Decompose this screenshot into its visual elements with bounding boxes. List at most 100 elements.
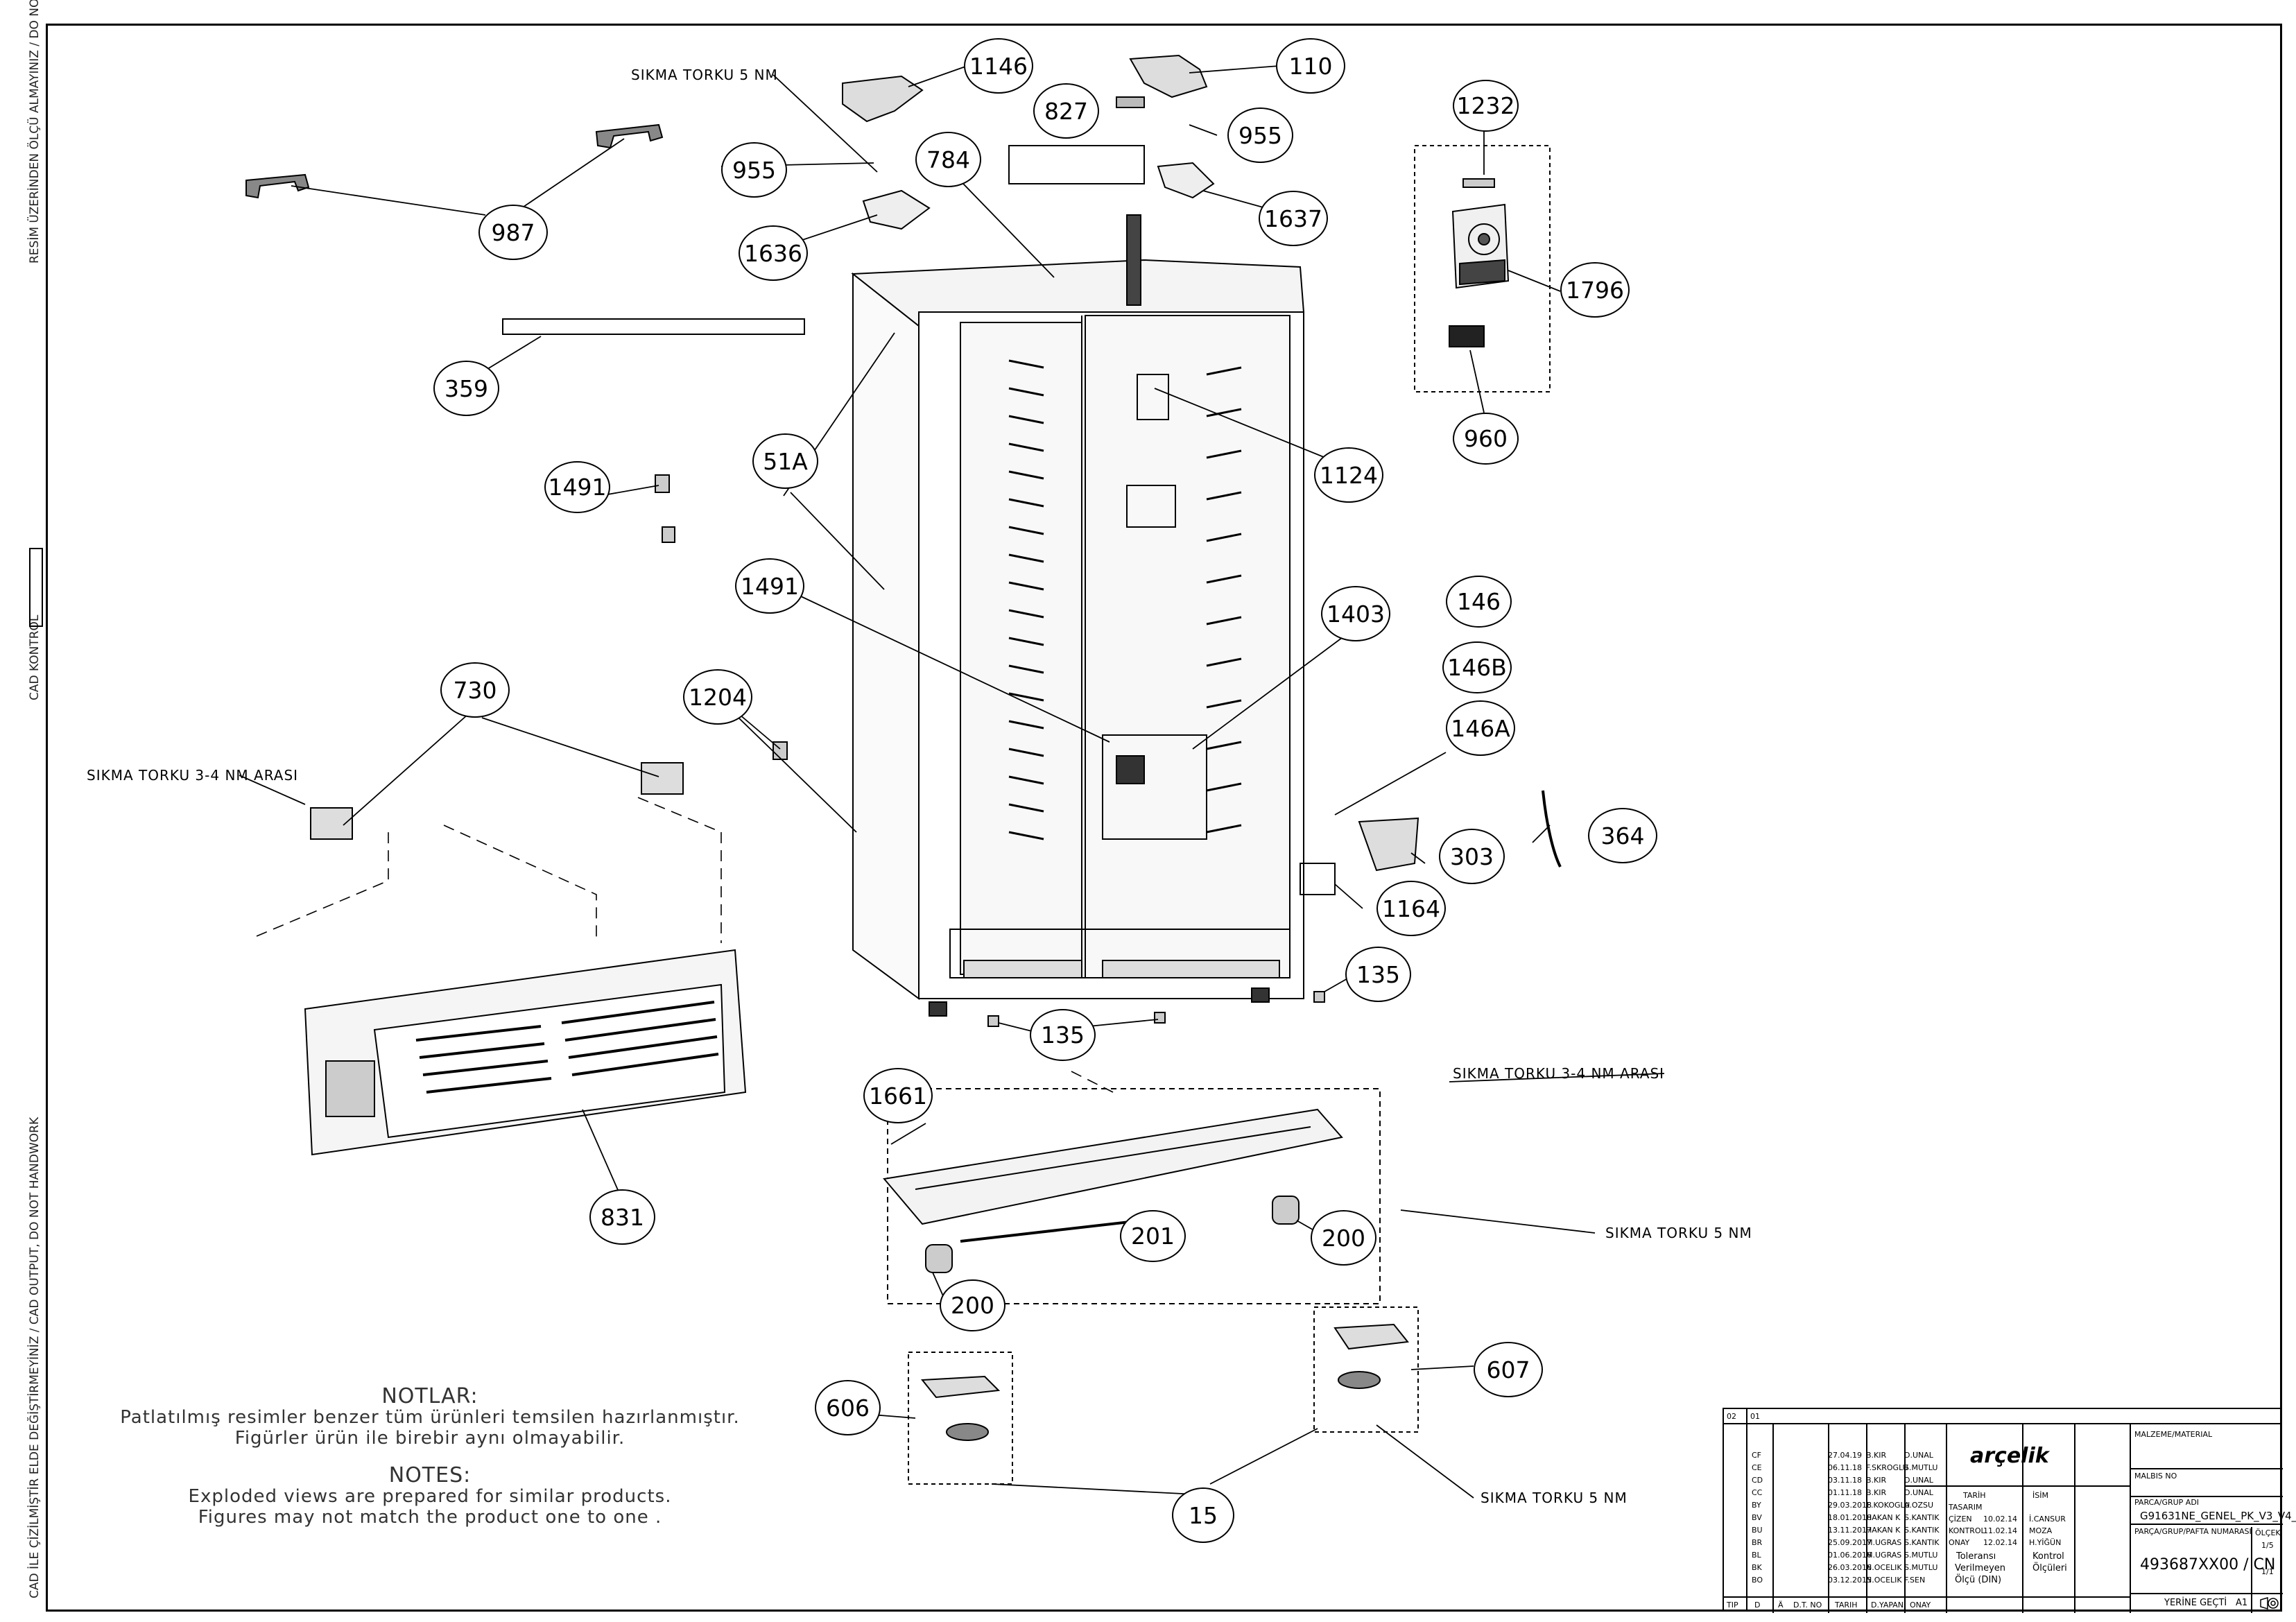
rev-approved: D.UNAL xyxy=(1904,1451,1933,1460)
rev-by: N.OCELIK xyxy=(1866,1563,1902,1572)
role-check-date: 11.02.14 xyxy=(1983,1526,2017,1535)
rev-approved: A.OZSU xyxy=(1904,1501,1934,1510)
footer-col-onay: ONAY xyxy=(1910,1601,1931,1610)
footer-col-a: Ä xyxy=(1778,1601,1784,1610)
rev-code: BU xyxy=(1752,1526,1763,1535)
control-panel-assembly xyxy=(1414,145,1551,392)
rev-date: 03.12.2015 xyxy=(1828,1576,1872,1585)
drawing-frame xyxy=(46,24,2282,1612)
rev-by: E.KOKOGLU xyxy=(1866,1501,1910,1510)
sheet-code-1: 02 xyxy=(1727,1412,1736,1421)
callout-1491-upper: 1491 xyxy=(544,461,610,513)
callout-831: 831 xyxy=(589,1189,655,1245)
paper-size: A1 xyxy=(2236,1598,2248,1608)
torque-note-right-lower: SIKMA TORKU 5 NM xyxy=(1605,1225,1752,1241)
callout-607: 607 xyxy=(1474,1342,1543,1397)
callout-146a: 146A xyxy=(1446,700,1515,756)
scale-value: 1/5 xyxy=(2261,1541,2274,1550)
tolerance-line-1: Toleransı xyxy=(1956,1551,1996,1562)
role-drawn-date: 10.02.14 xyxy=(1983,1515,2017,1524)
role-drawn-name: İ.CANSUR xyxy=(2029,1515,2066,1524)
rev-by: HAKAN K xyxy=(1866,1526,1901,1535)
rev-approved: D.UNAL xyxy=(1904,1488,1933,1497)
role-design: TASARIM xyxy=(1949,1503,1983,1512)
rev-code: BV xyxy=(1752,1513,1762,1522)
role-approve-name: H.YİĞÜN xyxy=(2029,1538,2062,1547)
callout-1124: 1124 xyxy=(1314,447,1383,503)
callout-1796: 1796 xyxy=(1560,262,1630,318)
rev-by: F.SKROGLU xyxy=(1866,1463,1908,1472)
callout-135-center: 135 xyxy=(1030,1009,1096,1061)
callout-1636: 1636 xyxy=(739,225,808,281)
callout-1164: 1164 xyxy=(1376,881,1446,936)
role-check: KONTROL xyxy=(1949,1526,1985,1535)
control-line-1: Kontrol xyxy=(2032,1551,2064,1562)
torque-note-left: SIKMA TORKU 3-4 NM ARASI xyxy=(87,767,299,784)
rev-code: CE xyxy=(1752,1463,1762,1472)
group-name: G91631NE_GENEL_PK_V3_V4_V5 xyxy=(2140,1510,2296,1522)
callout-51a: 51A xyxy=(752,433,818,489)
callout-303: 303 xyxy=(1439,829,1505,884)
rev-by: N.OCELIK xyxy=(1866,1576,1902,1585)
callout-1491-lower: 1491 xyxy=(735,558,804,614)
rev-date: 29.03.2018 xyxy=(1828,1501,1872,1510)
callout-784: 784 xyxy=(915,132,981,187)
rev-date: 26.03.2016 xyxy=(1828,1563,1872,1572)
callout-1146: 1146 xyxy=(964,38,1033,94)
base-plate-1661 xyxy=(883,1088,1381,1304)
material-label: MALZEME/MATERIAL xyxy=(2134,1430,2213,1439)
callout-364: 364 xyxy=(1588,808,1657,863)
callout-827: 827 xyxy=(1033,83,1099,139)
torque-note-bottom: SIKMA TORKU 5 NM xyxy=(1481,1490,1628,1506)
callout-955-left: 955 xyxy=(721,142,787,198)
callout-359: 359 xyxy=(433,361,499,416)
role-approve: ONAY xyxy=(1949,1538,1970,1547)
notes-title-tr: NOTLAR: xyxy=(381,1384,478,1408)
assembly-paths xyxy=(256,797,1114,1093)
part-number-label: PARÇA/GRUP/PAFTA NUMARASI xyxy=(2134,1527,2252,1536)
callout-960: 960 xyxy=(1453,413,1519,465)
footer-col-yapan: D.YAPAN xyxy=(1871,1601,1904,1610)
rev-by: M.UGRAS xyxy=(1866,1538,1902,1547)
rev-code: BY xyxy=(1752,1501,1761,1510)
footer-col-tarih: TARIH xyxy=(1835,1601,1858,1610)
rev-approved: S.MUTLU xyxy=(1904,1551,1938,1560)
rev-date: 18.01.2018 xyxy=(1828,1513,1872,1522)
rev-by: HAKAN K xyxy=(1866,1513,1901,1522)
adjustable-feet xyxy=(908,1306,1419,1485)
callout-201: 201 xyxy=(1120,1210,1186,1262)
footer-col-d: D xyxy=(1754,1601,1761,1610)
rev-code: BK xyxy=(1752,1563,1762,1572)
callout-110: 110 xyxy=(1276,38,1345,94)
callout-606: 606 xyxy=(815,1380,881,1435)
callout-730: 730 xyxy=(440,662,510,718)
role-approve-date: 12.02.14 xyxy=(1983,1538,2017,1547)
rev-date: 01.06.2016 xyxy=(1828,1551,1872,1560)
notes-line-tr-1: Patlatılmış resimler benzer tüm ürünleri… xyxy=(120,1407,740,1428)
rev-date: 13.11.2017 xyxy=(1828,1526,1872,1535)
rev-approved: F.SEN xyxy=(1904,1576,1926,1585)
rev-date: 27.04.19 xyxy=(1828,1451,1862,1460)
rev-by: M.UGRAS xyxy=(1866,1551,1902,1560)
projection-symbol-icon xyxy=(2260,1596,2279,1610)
rev-approved: S.KANTIK xyxy=(1904,1513,1940,1522)
rev-code: BO xyxy=(1752,1576,1763,1585)
notes-line-en-2: Figures may not match the product one to… xyxy=(198,1507,662,1528)
replaces-label: YERİNE GEÇTİ xyxy=(2164,1598,2227,1608)
rev-date: 03.11.18 xyxy=(1828,1476,1862,1485)
top-hinges xyxy=(842,54,1215,230)
title-block: 02 01 CF 27.04.19 B.KIR D.UNAL CE 06.11.… xyxy=(1723,1408,2296,1613)
malbis-label: MALBIS NO xyxy=(2134,1472,2177,1481)
footer-col-tip: TIP xyxy=(1727,1601,1738,1610)
notes-block: NOTLAR: Patlatılmış resimler benzer tüm … xyxy=(104,1377,756,1528)
torque-note-top: SIKMA TORKU 5 NM xyxy=(631,67,778,83)
strip-359 xyxy=(502,318,805,335)
rev-approved: S.MUTLU xyxy=(1904,1463,1938,1472)
role-header-name: İSİM xyxy=(2032,1491,2048,1500)
rev-date: 01.11.18 xyxy=(1828,1488,1862,1497)
role-check-name: MOZA xyxy=(2029,1526,2053,1535)
callout-146: 146 xyxy=(1446,576,1512,628)
callout-1403: 1403 xyxy=(1321,586,1390,641)
